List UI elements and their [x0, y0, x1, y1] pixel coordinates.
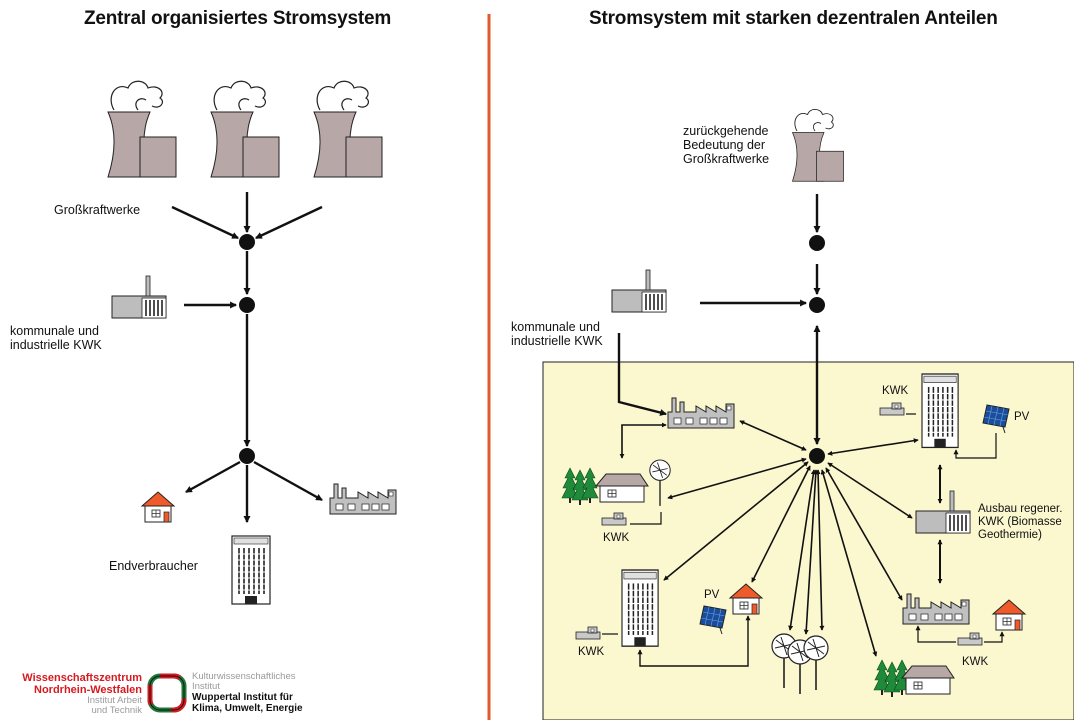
factory-left — [329, 483, 397, 515]
label-kwk-bottom-right: KWK — [962, 656, 989, 668]
bungalow-right-1 — [595, 473, 649, 503]
label-kwk-right-1: kommunale und — [511, 320, 600, 334]
right-system — [561, 108, 1026, 698]
logo-kw-line1: Kulturwissenschaftliches — [192, 671, 296, 682]
power-plant-2 — [210, 80, 280, 178]
power-plant-1 — [107, 80, 177, 178]
logo-wi-line2: Klima, Umwelt, Energie — [192, 703, 303, 714]
label-ausbau-1: Ausbau regener. — [978, 503, 1063, 515]
label-endverbraucher: Endverbraucher — [109, 559, 198, 573]
kwk-plant-right — [611, 269, 667, 313]
bungalow-right-2 — [901, 665, 955, 695]
label-ausbau-2: KWK (Biomasse — [978, 516, 1062, 528]
logo-wi-line1: Wuppertal Institut für — [192, 692, 293, 703]
label-grosskraftwerke: Großkraftwerke — [54, 203, 141, 217]
label-kwk-bottom-left: KWK — [578, 646, 605, 658]
label-zurueck-3: Großkraftwerke — [683, 152, 770, 166]
node-left-2 — [239, 297, 255, 313]
tower-right-top — [921, 373, 959, 449]
label-kwk-top: KWK — [882, 385, 909, 397]
logo-wz-line2: Nordrhein-Westfalen — [34, 684, 142, 696]
label-kwk-left-1: kommunale und — [10, 324, 99, 338]
kwk-plant-left — [111, 275, 167, 319]
power-plant-3 — [313, 80, 383, 178]
label-zurueck-2: Bedeutung der — [683, 138, 766, 152]
label-kwk-left: KWK — [603, 532, 630, 544]
node-left-1 — [239, 234, 255, 250]
label-kwk-left-2: industrielle KWK — [10, 338, 102, 352]
label-ausbau-3: Geothermie) — [978, 529, 1042, 541]
node-left-3 — [239, 448, 255, 464]
label-kwk-right-2: industrielle KWK — [511, 334, 603, 348]
logo-wuppertal-institut: Kulturwissenschaftliches Institut Wupper… — [192, 671, 303, 715]
power-plant-right — [792, 108, 844, 182]
node-right-center — [809, 448, 825, 464]
tower-left — [231, 535, 271, 605]
node-right-2 — [809, 297, 825, 313]
logo-wz-line3: Institut Arbeit — [87, 695, 142, 706]
label-zurueck-1: zurückgehende — [683, 124, 769, 138]
left-system — [107, 80, 397, 605]
wuppertal-logo-mark — [147, 673, 187, 713]
title-left: Zentral organisiertes Stromsystem — [84, 8, 392, 29]
logo-kw-line2: Institut — [192, 681, 220, 692]
label-pv-top: PV — [1014, 411, 1030, 423]
node-right-1 — [809, 235, 825, 251]
logo-wz-line1: Wissenschaftszentrum — [22, 672, 142, 684]
house-left — [141, 491, 175, 523]
label-pv-mid: PV — [704, 589, 720, 601]
title-right: Stromsystem mit starken dezentralen Ante… — [589, 8, 998, 29]
logo-wz-line4: und Technik — [91, 705, 142, 716]
logo-wissenschaftszentrum: Wissenschaftszentrum Nordrhein-Westfalen… — [0, 672, 142, 716]
tower-right-bottom — [621, 569, 659, 648]
